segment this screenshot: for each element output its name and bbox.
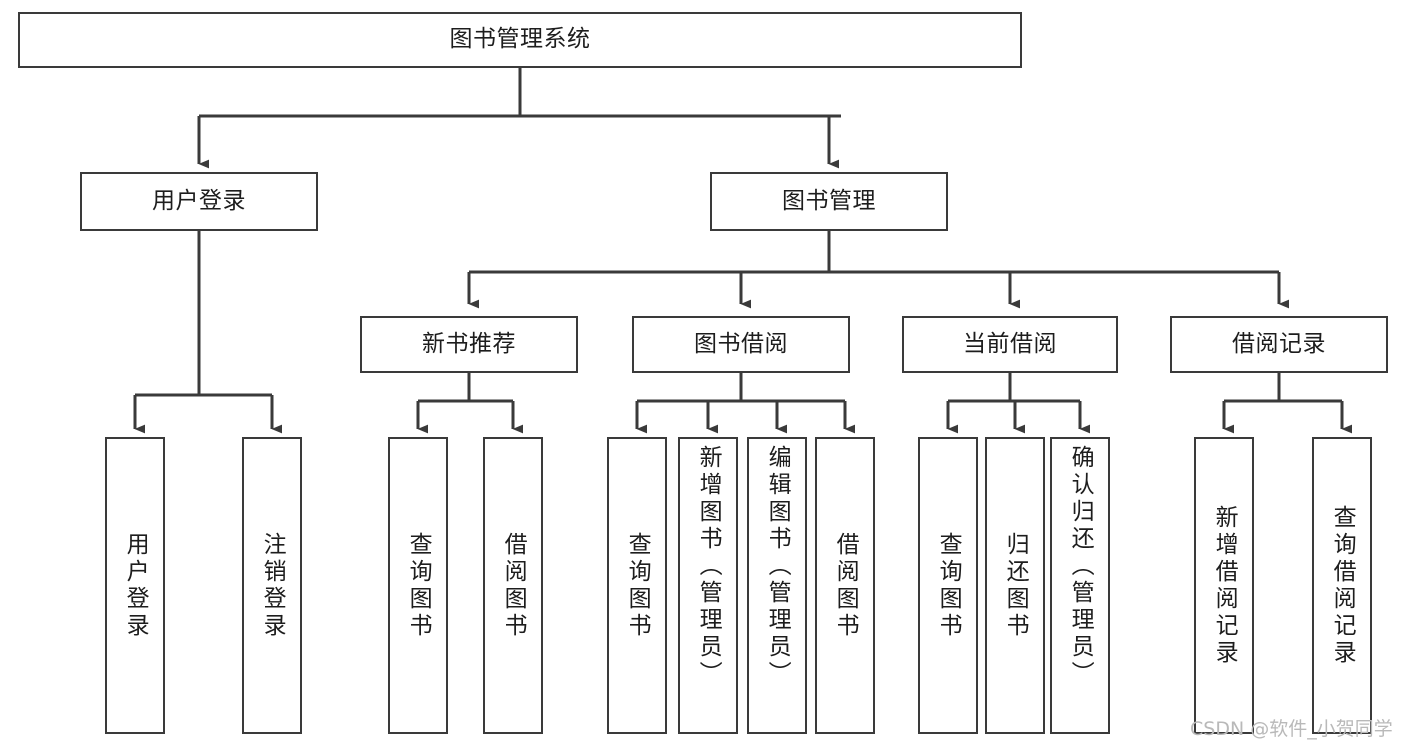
node-label: 图书管理系统 [449,26,591,53]
node-label: 注销登录 [259,531,286,640]
node-label: 借阅图书 [500,531,527,640]
node-user-login[interactable]: 用户登录 [80,172,318,231]
node-label: 新增图书（管理员） [695,445,722,688]
node-new-book-recommend[interactable]: 新书推荐 [360,316,578,373]
watermark-text: CSDN @软件_小贺同学 [1190,718,1393,740]
node-label: 当前借阅 [963,330,1057,357]
leaf-return-books[interactable]: 归还图书 [985,437,1045,734]
leaf-query-borrow-record[interactable]: 查询借阅记录 [1312,437,1372,734]
leaf-add-book-admin[interactable]: 新增图书（管理员） [678,437,738,734]
leaf-query-books-borrow[interactable]: 查询图书 [607,437,667,734]
node-label: 查询图书 [624,531,651,640]
node-label: 查询图书 [405,531,432,640]
node-label: 图书借阅 [694,330,788,357]
leaf-add-borrow-record[interactable]: 新增借阅记录 [1194,437,1254,734]
leaf-edit-book-admin[interactable]: 编辑图书（管理员） [747,437,807,734]
leaf-query-books-current[interactable]: 查询图书 [918,437,978,734]
node-label: 确认归还（管理员） [1067,445,1094,688]
leaf-borrow-books[interactable]: 借阅图书 [815,437,875,734]
node-label: 借阅图书 [832,531,859,640]
node-label: 用户登录 [152,187,246,214]
node-current-borrow[interactable]: 当前借阅 [902,316,1118,373]
node-label: 用户登录 [122,531,149,640]
node-root-library-system[interactable]: 图书管理系统 [18,12,1022,68]
node-label: 查询借阅记录 [1329,504,1356,667]
node-label: 图书管理 [782,187,876,214]
node-label: 归还图书 [1002,531,1029,640]
node-label: 新书推荐 [422,330,516,357]
node-book-borrow[interactable]: 图书借阅 [632,316,850,373]
node-borrow-record[interactable]: 借阅记录 [1170,316,1388,373]
leaf-user-login[interactable]: 用户登录 [105,437,165,734]
leaf-confirm-return-admin[interactable]: 确认归还（管理员） [1050,437,1110,734]
leaf-borrow-books-recommend[interactable]: 借阅图书 [483,437,543,734]
node-label: 查询图书 [935,531,962,640]
leaf-logout[interactable]: 注销登录 [242,437,302,734]
node-label: 新增借阅记录 [1211,504,1238,667]
node-book-management[interactable]: 图书管理 [710,172,948,231]
node-label: 编辑图书（管理员） [764,445,791,688]
leaf-query-books-recommend[interactable]: 查询图书 [388,437,448,734]
node-label: 借阅记录 [1232,330,1326,357]
